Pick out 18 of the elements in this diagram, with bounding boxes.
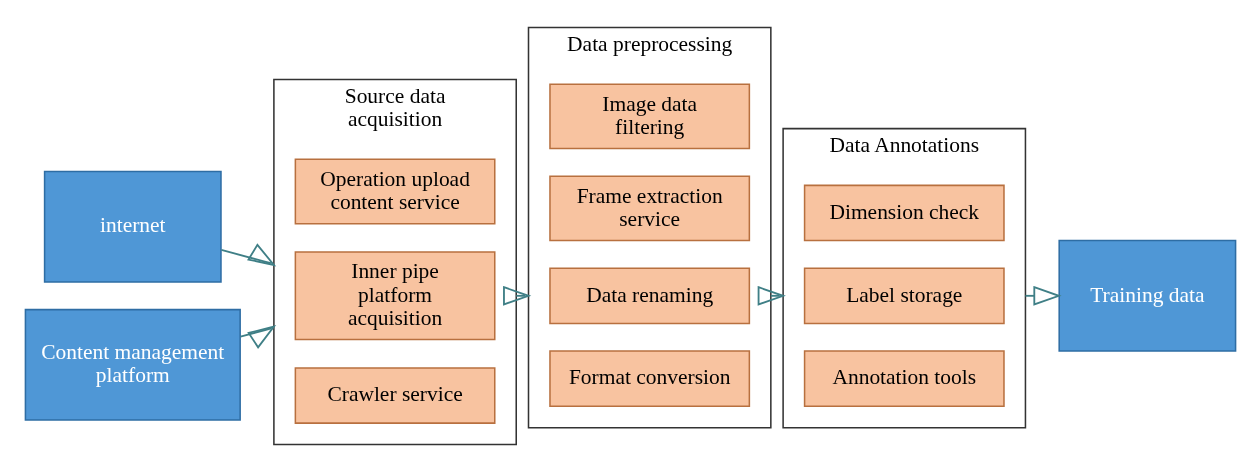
arrow <box>757 285 786 306</box>
node-box: Crawler service <box>294 366 496 424</box>
node-box: Image data filtering <box>548 82 750 149</box>
node-box: Format conversion <box>548 349 750 407</box>
node-box: Inner pipe platform acquisition <box>294 250 496 340</box>
node-box: Content management platform <box>24 308 241 421</box>
node-box: Frame extraction service <box>548 174 750 241</box>
node-box: Label storage <box>803 266 1005 324</box>
node-box: Dimension check <box>803 184 1005 241</box>
arrow <box>502 285 531 306</box>
node-box: Data renaming <box>548 266 750 324</box>
node-box: Operation upload content service <box>294 158 496 224</box>
arrow <box>1024 285 1062 306</box>
arrow <box>239 324 276 349</box>
node-box: Training data <box>1057 239 1236 352</box>
node-box: internet <box>43 170 222 283</box>
arrow <box>219 242 276 266</box>
node-box: Annotation tools <box>803 349 1005 407</box>
